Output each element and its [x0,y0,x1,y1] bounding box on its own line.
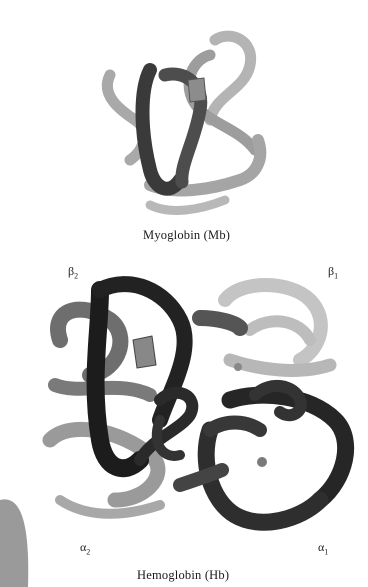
beta2-label: β2 [68,264,78,280]
corner-texture [0,499,28,587]
alpha1-label: α1 [318,540,328,556]
hemoglobin-ribbon-model [0,284,346,587]
alpha1-subunit-ribbon [180,386,346,522]
myoglobin-helix-light-5 [150,200,225,210]
myoglobin-helix-dark-1 [143,70,181,189]
myoglobin-caption: Myoglobin (Mb) [143,228,230,243]
myoglobin-helix-light-2 [210,36,251,120]
alpha1-heme-group [257,457,267,467]
beta1-label: β1 [328,264,338,280]
hemoglobin-caption: Hemoglobin (Hb) [137,568,229,583]
beta2-heme-plane [133,336,156,368]
myoglobin-ribbon-model [107,36,260,210]
myoglobin-heme-plane [188,78,206,102]
alpha2-label: α2 [80,540,90,556]
